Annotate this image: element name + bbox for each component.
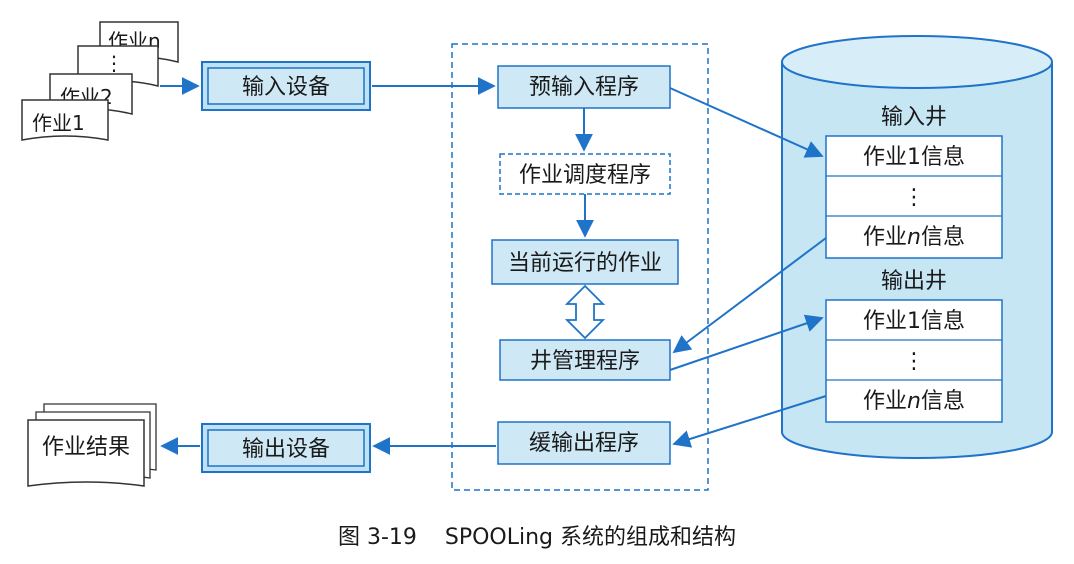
output-device-box: 输出设备	[201, 423, 371, 473]
buffered-output-box: 缓输出程序	[497, 421, 671, 465]
buffered-output-label: 缓输出程序	[529, 431, 639, 456]
arrow-well-manager-to-output-well	[669, 314, 824, 371]
arrow-output-well-to-buffered-output	[672, 395, 827, 448]
job-card-1: 作业1	[21, 99, 109, 141]
job-scheduler-box: 作业调度程序	[499, 153, 671, 195]
input-job-stack: 作业n ⋮ 作业2 作业1	[21, 21, 179, 141]
job-card-dots-label: ⋮	[104, 51, 124, 75]
input-well-table: 作业1信息 ⋮ 作业n信息	[825, 135, 1003, 259]
output-well-row-dots: ⋮	[903, 349, 925, 374]
output-well-row-1: 作业1信息	[863, 309, 965, 334]
current-job-label: 当前运行的作业	[508, 251, 662, 276]
well-manager-box: 井管理程序	[499, 339, 671, 381]
output-well-table: 作业1信息 ⋮ 作业n信息	[825, 299, 1003, 423]
input-well-row-dots: ⋮	[903, 185, 925, 210]
output-well-title: 输出井	[881, 269, 947, 294]
current-job-box: 当前运行的作业	[491, 239, 679, 285]
arrow-pre-input-to-input-well	[669, 87, 824, 158]
spooling-program-group	[451, 43, 709, 491]
arrow-input-well-to-well-manager	[672, 237, 827, 354]
input-device-box: 输入设备	[201, 61, 371, 111]
well-manager-label: 井管理程序	[530, 349, 640, 374]
input-well-row-1: 作业1信息	[863, 145, 965, 170]
job-result-label: 作业结果	[42, 435, 130, 460]
input-well-title: 输入井	[881, 105, 947, 130]
output-device-label: 输出设备	[242, 437, 330, 462]
figure-caption: 图 3-19 SPOOLing 系统的组成和结构	[338, 525, 736, 550]
pre-input-program-label: 预输入程序	[529, 75, 639, 100]
pre-input-program-box: 预输入程序	[497, 65, 671, 109]
job-result-stack: 作业结果	[27, 403, 157, 487]
output-well-row-n: 作业n信息	[863, 389, 965, 414]
double-arrow-job-well-manager	[564, 284, 606, 340]
input-device-label: 输入设备	[242, 75, 330, 100]
input-well-row-n: 作业n信息	[863, 225, 965, 250]
job-card-1-label: 作业1	[32, 111, 85, 135]
job-scheduler-label: 作业调度程序	[519, 163, 651, 188]
